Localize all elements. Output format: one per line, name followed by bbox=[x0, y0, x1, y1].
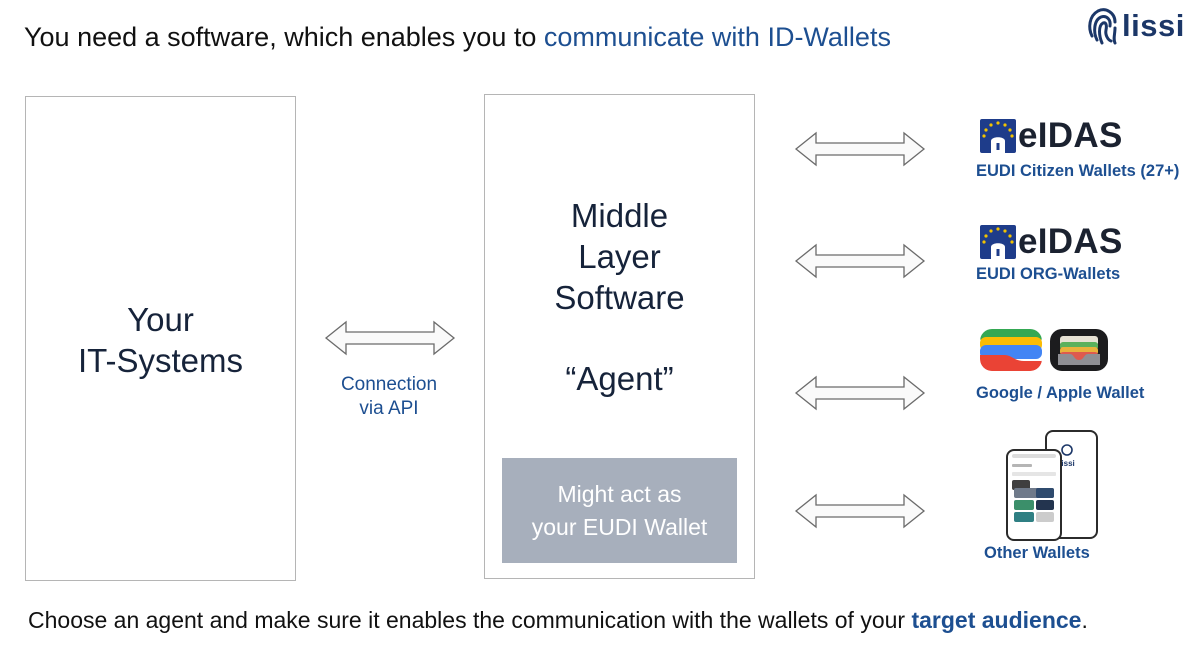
google-apple-wallet-label: Google / Apple Wallet bbox=[976, 384, 1145, 402]
eidas-wordmark: eIDAS bbox=[1018, 116, 1123, 155]
connection-label: Connection via API bbox=[340, 374, 438, 419]
google-wallet-icon bbox=[980, 329, 1042, 371]
eidas-logo-citizen: eIDAS bbox=[980, 116, 1123, 156]
phones-icon: lissi bbox=[1006, 430, 1098, 541]
svg-text:lissi: lissi bbox=[1059, 459, 1075, 468]
footer-note: Choose an agent and make sure it enables… bbox=[28, 607, 1088, 634]
middle-layer-label: Middle Layer Software bbox=[554, 197, 685, 316]
citizen-wallets-label: EUDI Citizen Wallets (27+) bbox=[976, 162, 1180, 180]
google-apple-wallet-arrow bbox=[794, 375, 926, 411]
eu-flag-icon bbox=[980, 119, 1016, 153]
middle-layer-box: Middle Layer Software “Agent” Might act … bbox=[484, 94, 755, 579]
citizen-wallet-arrow bbox=[794, 131, 926, 167]
agent-label: “Agent” bbox=[565, 360, 674, 397]
apple-wallet-icon bbox=[1050, 329, 1108, 371]
api-double-arrow bbox=[324, 320, 456, 356]
logo-text: lissi bbox=[1122, 8, 1185, 43]
eudi-wallet-box: Might act as your EUDI Wallet bbox=[502, 458, 737, 563]
eidas-wordmark: eIDAS bbox=[1018, 222, 1123, 261]
title-accent: communicate with ID-Wallets bbox=[543, 22, 891, 52]
footer-prefix: Choose an agent and make sure it enables… bbox=[28, 607, 912, 633]
it-systems-box: Your IT-Systems bbox=[25, 96, 296, 581]
lissi-logo: lissi bbox=[1086, 4, 1185, 48]
title-prefix: You need a software, which enables you t… bbox=[24, 22, 544, 52]
eidas-logo-org: eIDAS bbox=[980, 222, 1123, 262]
other-wallets-arrow bbox=[794, 493, 926, 529]
org-wallet-arrow bbox=[794, 243, 926, 279]
it-systems-label: Your IT-Systems bbox=[77, 301, 244, 379]
footer-accent: target audience bbox=[911, 607, 1082, 633]
fingerprint-icon bbox=[1088, 8, 1117, 45]
page-title: You need a software, which enables you t… bbox=[24, 22, 891, 53]
footer-suffix: . bbox=[1081, 607, 1088, 633]
org-wallets-label: EUDI ORG-Wallets bbox=[976, 265, 1121, 283]
eu-flag-icon bbox=[980, 225, 1016, 259]
other-wallets-label: Other Wallets bbox=[984, 544, 1090, 562]
